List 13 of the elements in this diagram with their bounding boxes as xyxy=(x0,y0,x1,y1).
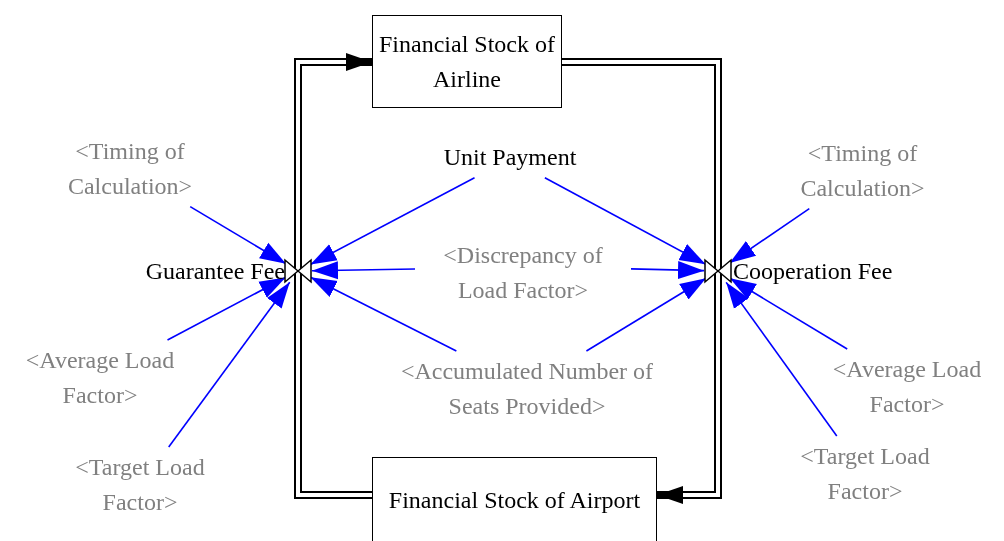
stock-box: Financial Stock of Airline xyxy=(372,15,562,108)
shadow-variable-label: <Target Load Factor> xyxy=(799,442,931,506)
shadow-variable-label: <Target Load Factor> xyxy=(74,453,206,517)
flow-label: Guarantee Fee xyxy=(145,257,285,286)
shadow-variable-label: <Average Load Factor> xyxy=(831,355,983,419)
stock-box: Financial Stock of Airport xyxy=(372,457,657,541)
shadow-variable-label: <Discrepancy of Load Factor> xyxy=(442,241,604,305)
shadow-variable-label: <Timing of Calculation> xyxy=(66,137,194,201)
flow-label: Cooperation Fee xyxy=(733,257,893,286)
variable-label: Unit Payment xyxy=(442,143,578,172)
shadow-variable-label: <Timing of Calculation> xyxy=(799,139,926,203)
shadow-variable-label: <Accumulated Number of Seats Provided> xyxy=(399,357,655,421)
shadow-variable-label: <Average Load Factor> xyxy=(24,346,176,410)
